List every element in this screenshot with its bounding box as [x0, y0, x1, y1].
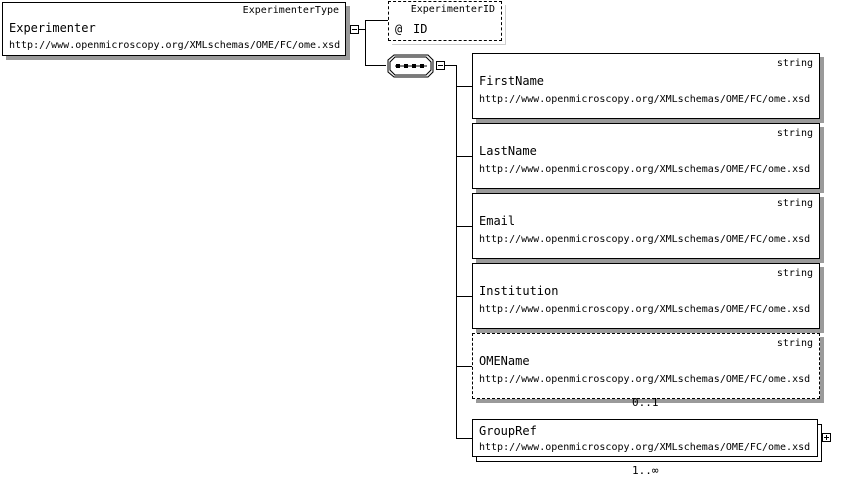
tree-trunk: [456, 65, 457, 439]
branch: [456, 296, 472, 297]
element-type: string: [776, 198, 813, 209]
root-element-box[interactable]: ExperimenterType Experimenter http://www…: [2, 2, 346, 56]
element-type: string: [776, 128, 813, 139]
attribute-name: ID: [413, 22, 428, 36]
element-name: Email: [479, 214, 516, 228]
tree-corner: [456, 438, 472, 439]
sequence-icon[interactable]: [384, 54, 436, 78]
root-namespace: http://www.openmicroscopy.org/XMLschemas…: [9, 40, 341, 51]
element-type: string: [776, 338, 813, 349]
root-element-name: Experimenter: [9, 21, 96, 35]
groupref-expand-toggle-icon[interactable]: [822, 433, 831, 442]
attribute-shadow: [505, 5, 506, 45]
element-card-firstname[interactable]: string FirstName http://www.openmicrosco…: [472, 53, 820, 119]
occurrence-label: 1..∞: [632, 464, 659, 477]
branch: [456, 226, 472, 227]
branch: [456, 366, 472, 367]
element-namespace: http://www.openmicroscopy.org/XMLschemas…: [479, 442, 811, 453]
element-namespace: http://www.openmicroscopy.org/XMLschemas…: [479, 164, 811, 175]
element-type: string: [776, 58, 813, 69]
element-name: GroupRef: [479, 424, 537, 438]
branch: [456, 156, 472, 157]
connector: [365, 65, 386, 66]
element-card-institution[interactable]: string Institution http://www.openmicros…: [472, 263, 820, 329]
element-card-lastname[interactable]: string LastName http://www.openmicroscop…: [472, 123, 820, 189]
attribute-shadow: [392, 44, 506, 45]
element-card-email[interactable]: string Email http://www.openmicroscopy.o…: [472, 193, 820, 259]
element-name: OMEName: [479, 354, 530, 368]
root-type-label: ExperimenterType: [242, 5, 339, 16]
element-name: LastName: [479, 144, 537, 158]
element-type: string: [776, 268, 813, 279]
connector: [445, 65, 456, 66]
root-collapse-toggle-icon[interactable]: [350, 25, 359, 34]
attribute-group-box[interactable]: ExperimenterID @ ID: [388, 1, 502, 41]
attribute-at-symbol: @: [395, 22, 403, 36]
element-name: Institution: [479, 284, 559, 298]
sequence-collapse-toggle-icon[interactable]: [436, 61, 445, 70]
element-namespace: http://www.openmicroscopy.org/XMLschemas…: [479, 234, 811, 245]
element-card-omename[interactable]: string OMEName http://www.openmicroscopy…: [472, 333, 820, 399]
element-namespace: http://www.openmicroscopy.org/XMLschemas…: [479, 304, 811, 315]
branch: [456, 86, 472, 87]
element-namespace: http://www.openmicroscopy.org/XMLschemas…: [479, 94, 811, 105]
connector: [365, 20, 389, 21]
attribute-group-label: ExperimenterID: [410, 4, 495, 15]
element-name: FirstName: [479, 74, 545, 88]
occurrence-label: 0..1: [632, 396, 659, 409]
connector: [365, 20, 366, 66]
element-card-groupref[interactable]: GroupRef http://www.openmicroscopy.org/X…: [472, 419, 818, 457]
connector: [359, 29, 365, 30]
element-namespace: http://www.openmicroscopy.org/XMLschemas…: [479, 374, 811, 385]
